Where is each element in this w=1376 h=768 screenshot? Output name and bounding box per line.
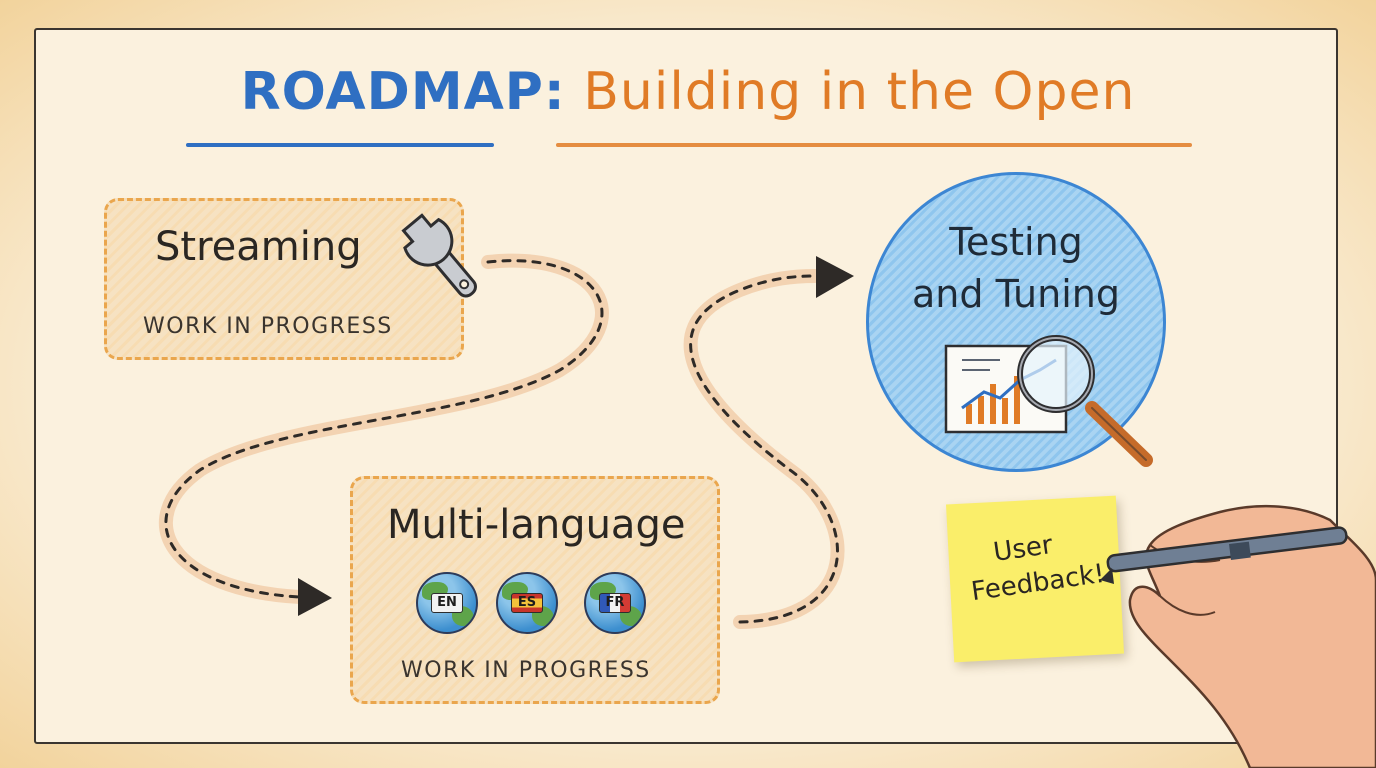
language-tag-es: ES xyxy=(511,593,543,613)
arrowhead-2 xyxy=(816,256,854,298)
page-title: ROADMAP: Building in the Open xyxy=(0,62,1376,122)
card-multi-language-status: WORK IN PROGRESS xyxy=(401,658,651,683)
card-streaming-status: WORK IN PROGRESS xyxy=(143,314,393,339)
globe-icon-es: ES xyxy=(496,572,558,634)
language-tag-fr: FR xyxy=(599,593,631,613)
language-tag-en: EN xyxy=(431,593,463,613)
title-suffix: Building in the Open xyxy=(583,62,1136,122)
testing-title-line1: Testing xyxy=(949,220,1083,264)
title-prefix-underline xyxy=(186,143,494,147)
globe-icon-en: EN xyxy=(416,572,478,634)
title-prefix: ROADMAP: xyxy=(240,62,566,122)
globe-icon-fr: FR xyxy=(584,572,646,634)
card-multi-language-title: Multi-language xyxy=(387,502,686,548)
card-streaming-title: Streaming xyxy=(155,224,362,270)
arrowhead-1 xyxy=(298,578,332,616)
title-suffix-underline xyxy=(556,143,1192,147)
testing-title-line2: and Tuning xyxy=(912,272,1120,316)
